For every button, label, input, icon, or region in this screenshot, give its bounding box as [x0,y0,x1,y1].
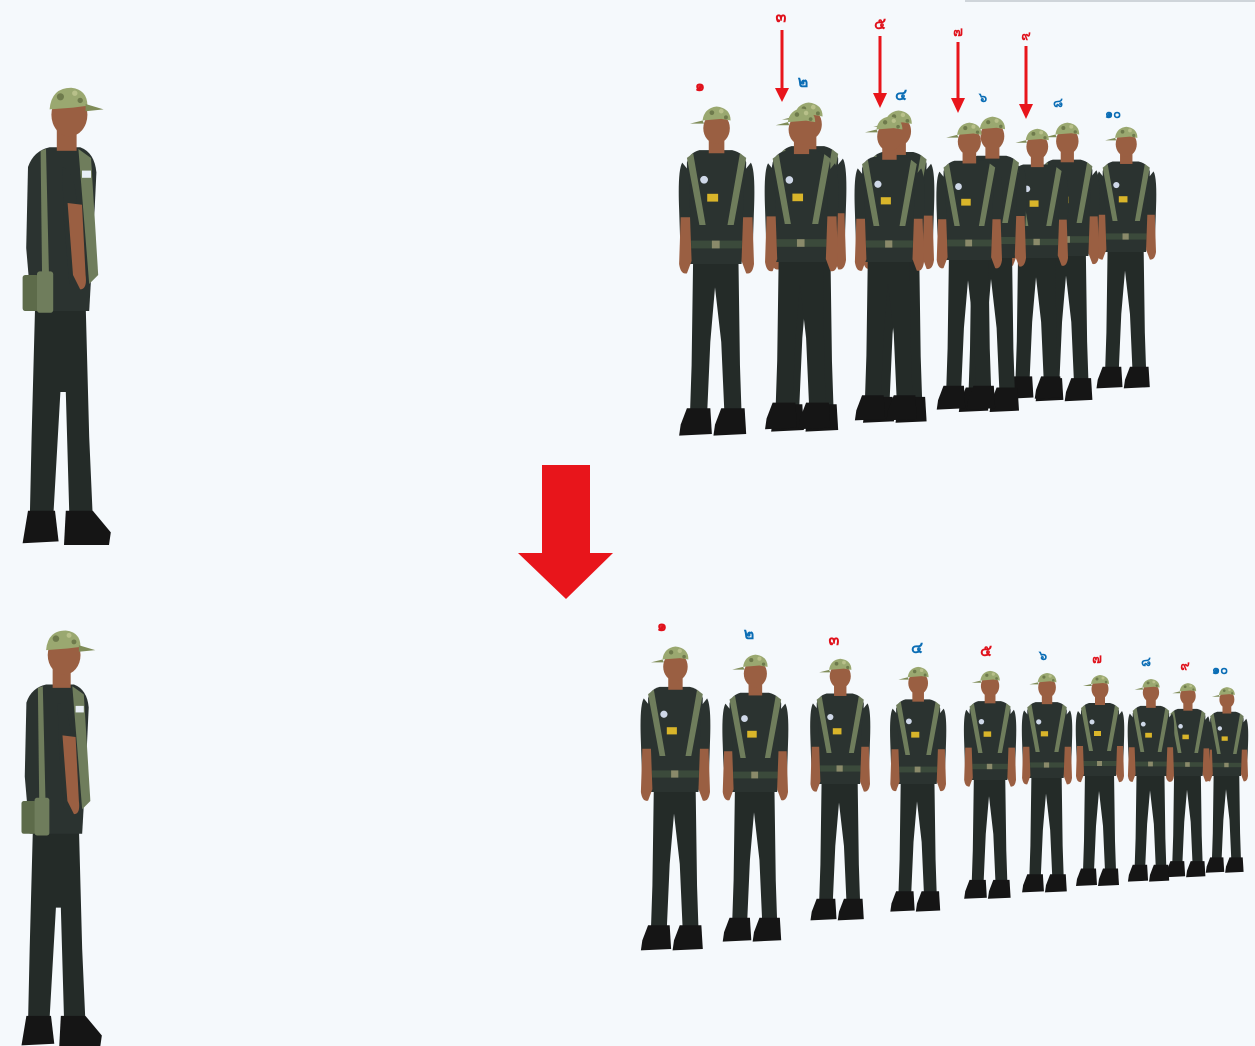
top-right-rule [965,0,1255,2]
bottom-soldier-6 [1021,672,1073,893]
top-soldier-10 [1096,126,1157,389]
top-label-10: ๑๐ [1104,107,1122,122]
top-label-8: ๘ [1052,96,1064,111]
down-arrow-icon [775,30,789,102]
bottom-label-8: ๘ [1140,655,1152,670]
bottom-soldier-5 [963,670,1017,899]
bottom-soldier-4 [890,666,947,912]
bottom-label-4: ๔ [910,638,924,657]
big-down-arrow-icon [518,465,613,599]
top-soldier-1 [678,106,755,436]
down-arrow-icon [873,36,887,108]
top-label-4: ๔ [894,85,908,104]
top-label-3: ๓ [775,7,787,26]
down-arrow-icon [951,42,965,113]
bottom-soldier-3 [810,658,871,921]
top-formation [678,102,1157,436]
top-label-5: ๕ [873,14,887,33]
bottom-label-10: ๑๐ [1211,663,1229,678]
bottom-label-6: ๖ [1038,649,1048,664]
bottom-soldier-10 [1205,687,1249,873]
bottom-label-1: ๑ [656,616,668,635]
bottom-label-5: ๕ [979,641,993,660]
bottom-formation [640,646,1249,951]
bottom-label-7: ๗ [1092,652,1102,667]
bottom-label-3: ๓ [828,630,840,649]
bottom-soldier-7 [1075,675,1125,886]
top-label-2: ๒ [797,72,809,91]
leader-soldier-bottom [21,630,102,1046]
top-label-7: ๗ [953,25,963,40]
top-label-1: ๑ [694,76,706,95]
bottom-soldier-2 [722,654,789,942]
bottom-soldier-1 [640,646,711,951]
leader-soldier-top [22,87,111,546]
bottom-label-9: ๙ [1180,659,1190,674]
step-forward-arrows [775,30,1033,119]
down-arrow-icon [1019,46,1033,119]
top-label-6: ๖ [978,91,988,106]
top-label-9: ๙ [1021,29,1031,44]
bottom-label-2: ๒ [743,624,755,643]
